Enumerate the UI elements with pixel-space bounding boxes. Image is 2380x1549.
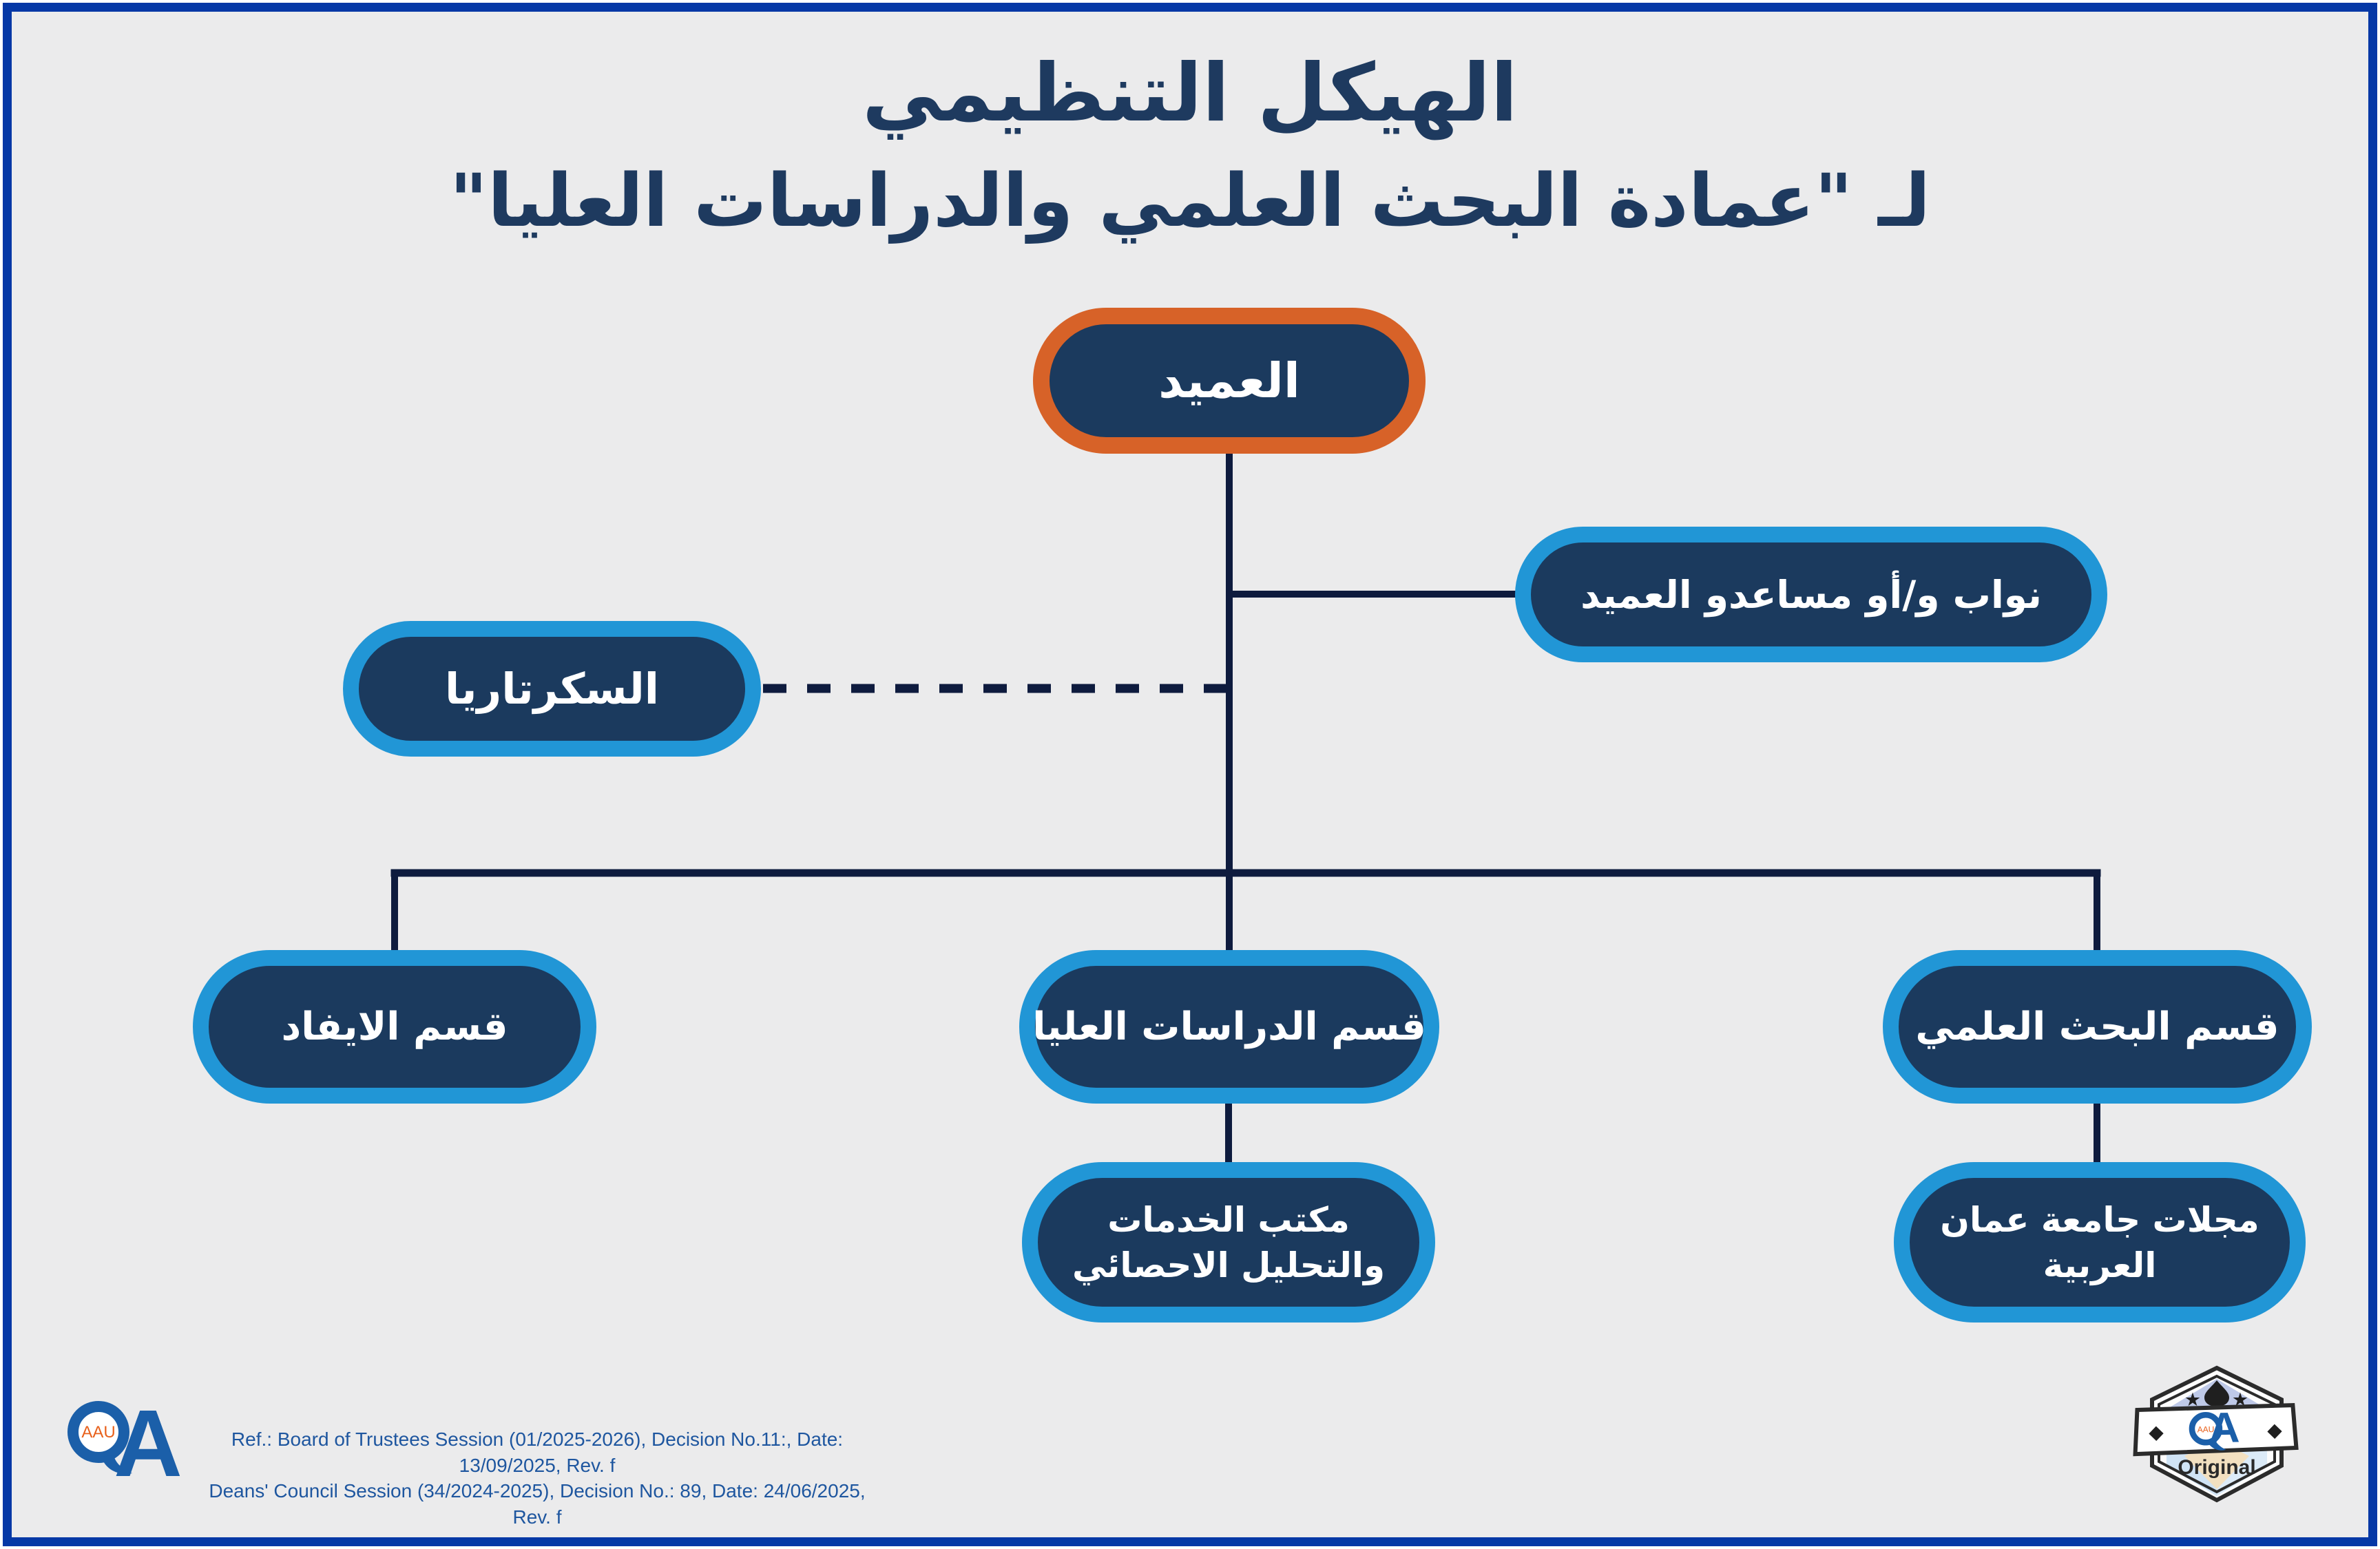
node-dean: العميد xyxy=(1033,308,1426,454)
qa-original-badge: ★ ★ ◆ ◆ AAU A Original xyxy=(2133,1365,2299,1503)
badge-hexagon-outer xyxy=(2150,1365,2284,1503)
reference-line-1: Ref.: Board of Trustees Session (01/2025… xyxy=(231,1429,844,1476)
spade-icon xyxy=(2204,1380,2229,1406)
badge-qa-q-circle xyxy=(2189,1412,2223,1446)
diamond-icon: ◆ xyxy=(2149,1420,2164,1443)
page-title: الهيكل التنظيمي لـ "عمادة البحث العلمي و… xyxy=(0,36,2380,250)
diamond-icon: ◆ xyxy=(2267,1418,2283,1441)
node-services-office: مكتب الخدمات والتحليل الاحصائي xyxy=(1022,1162,1435,1323)
qa-logo-q-tail xyxy=(101,1455,132,1474)
badge-original-text: Original xyxy=(2178,1456,2255,1479)
node-graduate-studies-label: قسم الدراسات العليا xyxy=(1032,1004,1426,1049)
reference-text: Ref.: Board of Trustees Session (01/2025… xyxy=(196,1426,878,1530)
node-deputies-label: نواب و/أو مساعدو العميد xyxy=(1580,572,2042,617)
node-graduate-studies-department: قسم الدراسات العليا xyxy=(1019,950,1439,1104)
node-secretariat: السكرتاريا xyxy=(343,621,761,757)
node-scientific-research-department: قسم البحث العلمي xyxy=(1883,950,2312,1104)
node-dean-label: العميد xyxy=(1158,352,1300,409)
page-title-line2: لـ "عمادة البحث العلمي والدراسات العليا" xyxy=(449,158,1931,244)
qa-logo-q-circle xyxy=(67,1401,129,1463)
badge-qa-a-letter: A xyxy=(2209,1404,2240,1452)
node-dispatch-department: قسم الايفاد xyxy=(193,950,596,1104)
reference-line-2: Deans' Council Session (34/2024-2025), D… xyxy=(209,1480,866,1528)
badge-qa-aau-text: AAU xyxy=(2198,1424,2215,1434)
qa-logo-a-letter: A xyxy=(114,1400,182,1482)
node-deputies: نواب و/أو مساعدو العميد xyxy=(1515,527,2107,662)
node-scientific-research-label: قسم البحث العلمي xyxy=(1915,1004,2279,1049)
node-aau-journals: مجلات جامعة عمان العربية xyxy=(1894,1162,2306,1323)
node-secretariat-label: السكرتاريا xyxy=(444,664,660,714)
qa-logo-aau-text: AAU xyxy=(81,1423,115,1442)
node-dispatch-label: قسم الايفاد xyxy=(281,1004,508,1049)
aau-qa-logo: AAU A xyxy=(67,1400,182,1482)
node-aau-journals-label: مجلات جامعة عمان العربية xyxy=(1940,1199,2259,1285)
page-title-line1: الهيكل التنظيمي xyxy=(862,47,1518,140)
badge-qa-q-tail xyxy=(2207,1440,2226,1451)
node-services-office-label: مكتب الخدمات والتحليل الاحصائي xyxy=(1072,1199,1386,1285)
